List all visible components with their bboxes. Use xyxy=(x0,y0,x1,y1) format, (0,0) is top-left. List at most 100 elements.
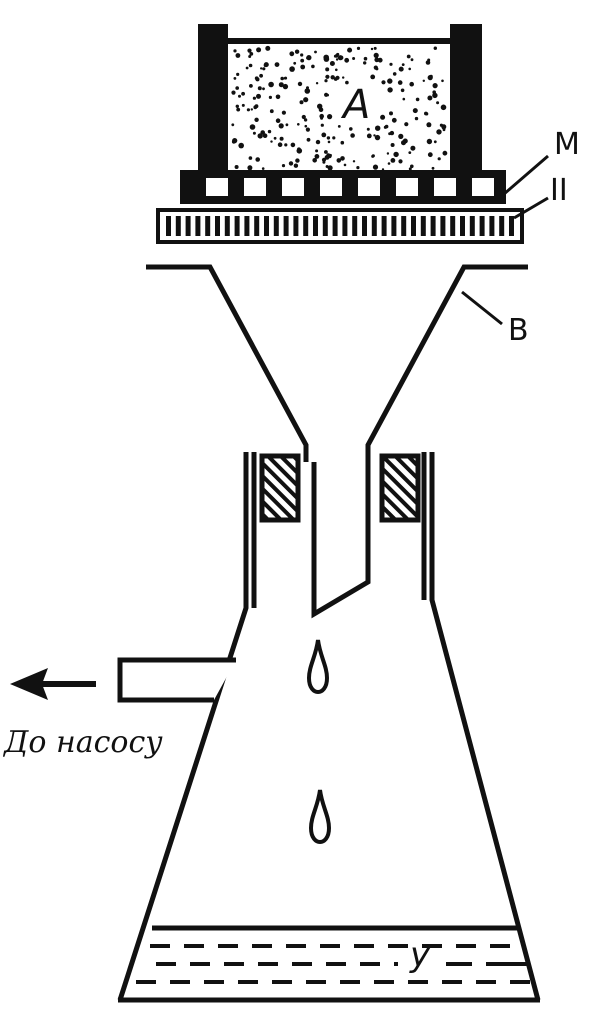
sample-dot xyxy=(247,165,253,171)
plate-slot xyxy=(371,216,377,236)
sample-dot xyxy=(296,148,303,154)
container-right-wall xyxy=(450,24,482,176)
sample-dot xyxy=(306,56,309,60)
plate-slot xyxy=(401,216,407,236)
sample-dot xyxy=(442,150,448,156)
sample-dot xyxy=(422,79,425,83)
sample-dot xyxy=(275,118,281,123)
sample-dot xyxy=(327,165,333,171)
sample-dot xyxy=(398,133,404,139)
sample-dot xyxy=(250,108,253,111)
sample-dot xyxy=(274,62,280,67)
sample-dot xyxy=(347,47,353,53)
sample-dot xyxy=(339,55,344,60)
membrane-hole xyxy=(244,178,266,196)
sample-dot xyxy=(252,131,256,135)
sample-dot xyxy=(326,136,331,140)
sample-dot xyxy=(320,116,324,120)
sample-dot xyxy=(371,154,375,158)
funnel xyxy=(146,264,528,619)
sample-dot xyxy=(269,109,274,114)
sample-dot xyxy=(249,84,253,88)
plate-slot xyxy=(224,216,230,236)
sample-dot xyxy=(233,49,237,53)
sample-dot xyxy=(268,81,274,88)
sample-dot xyxy=(249,52,254,56)
sample-dot xyxy=(326,93,330,97)
plate-slot xyxy=(420,216,426,236)
plate-slot xyxy=(205,216,211,236)
sample-dot xyxy=(315,82,319,85)
sample-dots xyxy=(231,45,448,171)
sample-dot xyxy=(401,63,405,66)
sample-dot xyxy=(248,156,253,160)
sample-dot xyxy=(343,163,347,167)
sample-dot xyxy=(389,111,393,116)
plate-slot xyxy=(411,216,416,236)
plate-slot xyxy=(469,216,475,236)
plate-slot xyxy=(303,216,309,236)
sample-dot xyxy=(366,127,370,131)
sample-dot xyxy=(437,157,441,161)
sample-dot xyxy=(442,128,446,132)
sample-dot xyxy=(401,140,406,146)
sample-dot xyxy=(284,143,288,147)
membrane-label: M xyxy=(554,127,580,162)
sample-dot xyxy=(335,75,340,80)
plate-slot xyxy=(391,216,397,236)
sample-dot xyxy=(312,158,318,163)
membrane-bar xyxy=(180,170,506,204)
plate-slot xyxy=(440,216,446,236)
membrane-hole xyxy=(282,178,304,196)
sample-dot xyxy=(375,67,379,71)
sample-dot xyxy=(263,63,268,68)
sample-dot xyxy=(414,116,419,121)
sample-dot xyxy=(265,45,271,51)
plate-slot xyxy=(234,216,240,236)
sample-dot xyxy=(281,164,286,168)
sample-dot xyxy=(290,142,296,148)
sample-dot xyxy=(314,154,320,159)
sample-dot xyxy=(324,79,328,83)
sample-dot xyxy=(335,58,339,61)
sample-dot xyxy=(289,66,295,72)
plate-slots xyxy=(166,216,514,236)
plate-slot xyxy=(293,216,299,236)
sample-dot xyxy=(249,124,256,130)
sample-dot xyxy=(275,94,281,100)
sample-dot xyxy=(303,97,309,103)
sample-dot xyxy=(315,149,319,153)
sample-dot xyxy=(398,66,404,72)
sample-dot xyxy=(427,152,433,158)
sample-dot xyxy=(337,125,341,128)
sample-dot xyxy=(439,123,443,127)
membrane-holes xyxy=(206,178,494,196)
sample-dot xyxy=(335,68,338,72)
sample-dot xyxy=(280,76,285,81)
sample-dot xyxy=(372,164,379,170)
sample-dot xyxy=(425,112,429,116)
sample-dot xyxy=(304,124,308,128)
sample-dot xyxy=(241,103,245,107)
sample-dot xyxy=(375,125,381,131)
sample-dot xyxy=(363,56,368,61)
perforated-plate xyxy=(156,208,524,244)
filtrate-drops xyxy=(306,639,332,845)
sample-dot xyxy=(248,55,252,58)
sample-dot xyxy=(390,143,395,147)
sample-dot xyxy=(321,132,327,138)
sample-dot xyxy=(314,50,317,54)
plate-label: II xyxy=(550,173,568,208)
sample-dot xyxy=(433,46,437,50)
membrane-hole xyxy=(358,178,380,196)
sample-dot xyxy=(300,58,305,63)
sample-dot xyxy=(433,140,437,144)
sample-label: A xyxy=(340,82,370,128)
plate-slot xyxy=(450,216,456,236)
sample-dot xyxy=(255,157,260,162)
sample-dot xyxy=(410,145,416,151)
sample-dot xyxy=(303,118,308,122)
sample-container: A xyxy=(198,24,482,176)
sample-dot xyxy=(373,46,377,50)
sample-dot xyxy=(386,152,390,155)
